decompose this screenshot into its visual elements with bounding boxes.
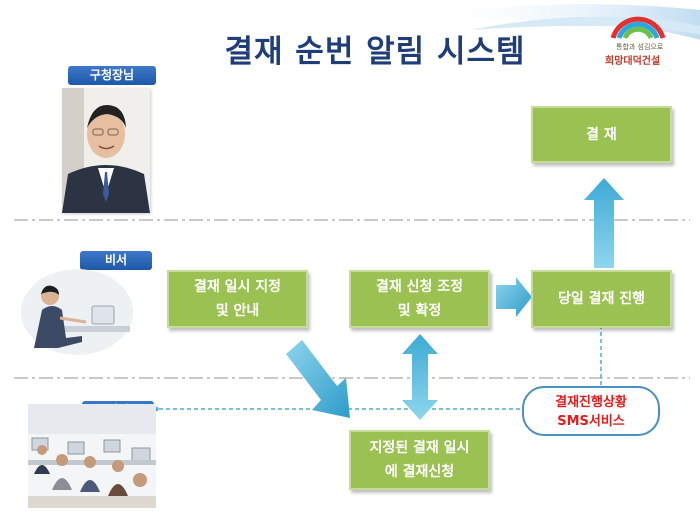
role-tag-secretary: 비서: [80, 251, 152, 270]
box-approval: 결 재: [531, 106, 672, 163]
logo-name: 희망대덕건설: [605, 56, 661, 67]
secretary-photo: [20, 268, 135, 356]
right-arrow: [496, 277, 532, 317]
diagonal-arrow: [286, 340, 350, 418]
sms-status-label: 결재진행상황: [555, 395, 627, 410]
box-scheduled-request: 지정된 결재 일시 에 결재신청: [349, 430, 490, 490]
up-arrow: [584, 178, 624, 268]
page-title: 결재 순번 알림 시스템: [224, 34, 526, 70]
header-swoosh: [420, 4, 700, 41]
box-sameday-approval: 당일 결재 진행: [531, 270, 672, 328]
director-photo: [62, 88, 150, 213]
logo-emblem: [610, 16, 666, 40]
staff-photo: [28, 404, 156, 508]
logo-slogan: 통합과 섬김으로: [616, 43, 664, 51]
sms-service-callout: 결재진행상황 SMS서비스: [522, 386, 660, 436]
double-arrow: [402, 334, 438, 420]
role-tag-director: 구청장님: [68, 66, 156, 85]
box-adjust-confirm: 결재 신청 조정 및 확정: [349, 270, 490, 328]
box-schedule-notice: 결재 일시 지정 및 안내: [167, 270, 308, 328]
sms-service-label: SMS서비스: [557, 414, 625, 429]
